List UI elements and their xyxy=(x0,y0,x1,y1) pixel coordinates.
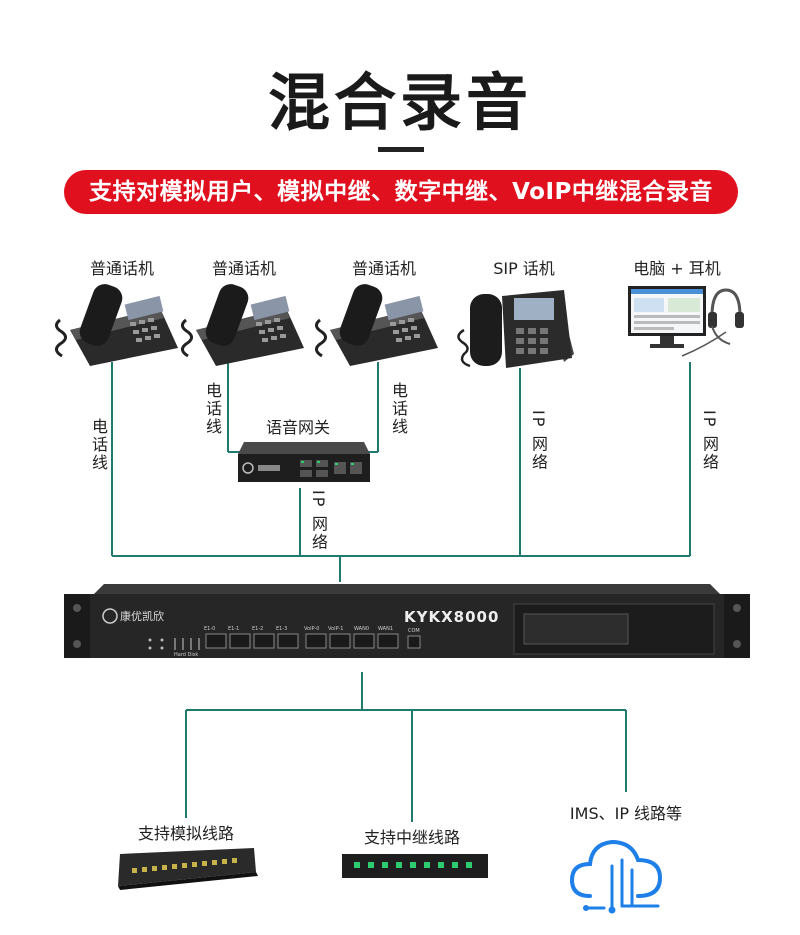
title-divider xyxy=(378,147,424,152)
analog-phone-2-icon xyxy=(181,284,304,366)
analog-phone-3-icon xyxy=(315,284,438,366)
voice-gateway-icon xyxy=(238,442,370,482)
port-label-e1-0: E1-0 xyxy=(204,626,216,632)
port-label-wan0: WAN0 xyxy=(354,626,370,632)
voice-gateway-label: 语音网关 xyxy=(265,418,330,437)
analog-patch-panel-icon xyxy=(118,848,258,890)
analog-lines-label: 支持模拟线路 xyxy=(137,824,234,843)
pc-headset-icon xyxy=(628,286,744,357)
page-title: 混合录音 xyxy=(267,66,532,139)
port-label-voip-1: VoIP-1 xyxy=(328,626,344,632)
port-label-voip-0: VoIP-0 xyxy=(304,626,320,632)
port-label-e1-2: E1-2 xyxy=(252,626,264,632)
phone-3-label: 普通话机 xyxy=(351,259,416,278)
ip-network-pc-label: IP 网络 xyxy=(700,410,719,472)
port-label-e1-3: E1-3 xyxy=(276,626,288,632)
pc-headset-label: 电脑 + 耳机 xyxy=(633,259,721,278)
ip-network-gateway-label: IP 网络 xyxy=(309,490,328,552)
recorder-model: KYKX8000 xyxy=(404,608,500,626)
ip-network-sip-label: IP 网络 xyxy=(529,410,548,472)
com-port-label: COM xyxy=(408,628,420,634)
phone-line-left-label: 电话线 xyxy=(89,418,108,472)
rack-chassis xyxy=(64,584,750,658)
trunk-switch-icon xyxy=(342,854,488,878)
phone-line-mid-label: 电话线 xyxy=(203,382,222,436)
phone-2-label: 普通话机 xyxy=(211,259,276,278)
phone-1-label: 普通话机 xyxy=(89,259,154,278)
port-label-wan1: WAN1 xyxy=(378,626,394,632)
analog-phone-1-icon xyxy=(55,284,178,366)
recording-server: 康优凯欣 KYKX8000 E1-0 E1-1 E1-2 E1-3 VoIP-0… xyxy=(64,582,750,668)
sip-phone-icon xyxy=(457,290,574,368)
port-label-e1-1: E1-1 xyxy=(228,626,240,632)
sip-phone-label: SIP 话机 xyxy=(493,259,555,278)
recorder-brand: 康优凯欣 xyxy=(120,610,164,623)
trunk-lines-label: 支持中继线路 xyxy=(363,828,460,847)
cloud-network-icon xyxy=(569,839,663,914)
ims-ip-lines-label: IMS、IP 线路等 xyxy=(569,804,683,823)
subtitle-banner: 支持对模拟用户、模拟中继、数字中继、VoIP中继混合录音 xyxy=(64,170,738,214)
hard-disk-label: Hard Disk xyxy=(174,652,199,658)
phone-line-right-label: 电话线 xyxy=(389,382,408,436)
